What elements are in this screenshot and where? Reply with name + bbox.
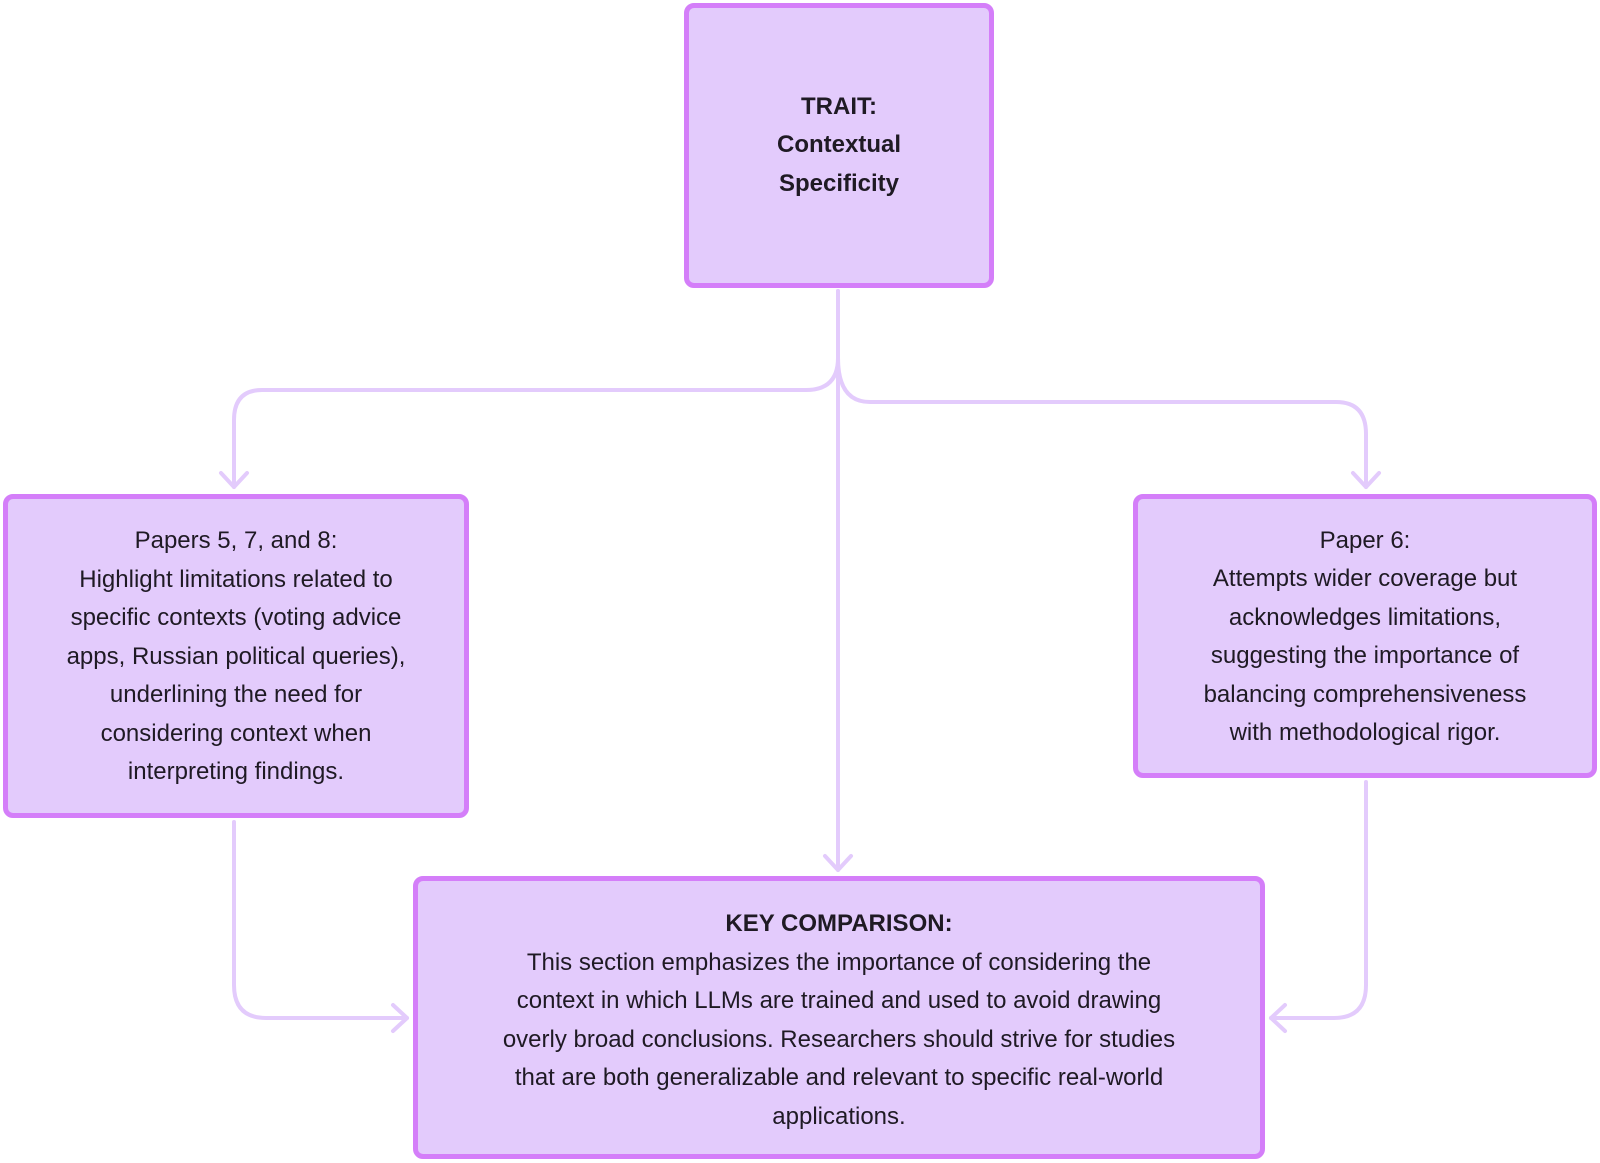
arrowhead-key-left (391, 1003, 409, 1033)
edge-trait-to-right (836, 356, 1368, 489)
node-text-line: specific contexts (voting advice (70, 604, 402, 632)
paper-6-node: Paper 6: Attempts wider coverage but ack… (1133, 494, 1597, 778)
trait-name-line-1: Contextual (776, 131, 901, 159)
node-text-line: This section emphasizes the importance o… (526, 948, 1152, 976)
node-text-line: Paper 6: (1319, 526, 1411, 554)
node-text-line: underlining the need for (109, 681, 363, 709)
edge-right-to-key (1269, 780, 1368, 1020)
node-text-line: overly broad conclusions. Researchers sh… (502, 1025, 1176, 1053)
key-comparison-title: KEY COMPARISON: (725, 910, 953, 937)
node-text-line: Papers 5, 7, and 8: (134, 527, 338, 555)
node-text-line: interpreting findings. (127, 758, 345, 786)
node-text-line: considering context when (100, 719, 372, 747)
papers-5-7-8-node: Papers 5, 7, and 8: Highlight limitation… (3, 494, 469, 818)
node-text-line: apps, Russian political queries), (66, 642, 406, 670)
arrowhead-right (1351, 471, 1381, 489)
node-text-line: that are both generalizable and relevant… (514, 1064, 1164, 1091)
node-text-line: applications. (772, 1102, 906, 1130)
trait-name-line-2: Specificity (778, 169, 900, 197)
arrowhead-left (219, 471, 249, 489)
node-text-line: Attempts wider coverage but (1212, 565, 1518, 592)
trait-label: TRAIT: (801, 92, 877, 120)
node-text-line: context in which LLMs are trained and us… (516, 987, 1162, 1014)
node-text-line: Highlight limitations related to (79, 565, 393, 593)
arrowhead-key-top (823, 854, 853, 872)
edge-left-to-key (232, 820, 409, 1020)
node-text-line: with methodological rigor. (1229, 719, 1501, 746)
node-text-line: acknowledges limitations, (1228, 603, 1502, 631)
edge-trait-to-left (232, 289, 840, 489)
trait-node: TRAIT: Contextual Specificity (684, 3, 994, 288)
arrowhead-key-right (1269, 1003, 1287, 1033)
node-text-line: suggesting the importance of (1210, 642, 1520, 669)
node-text-line: balancing comprehensiveness (1203, 680, 1527, 708)
key-comparison-node: KEY COMPARISON: This section emphasizes … (413, 876, 1265, 1159)
